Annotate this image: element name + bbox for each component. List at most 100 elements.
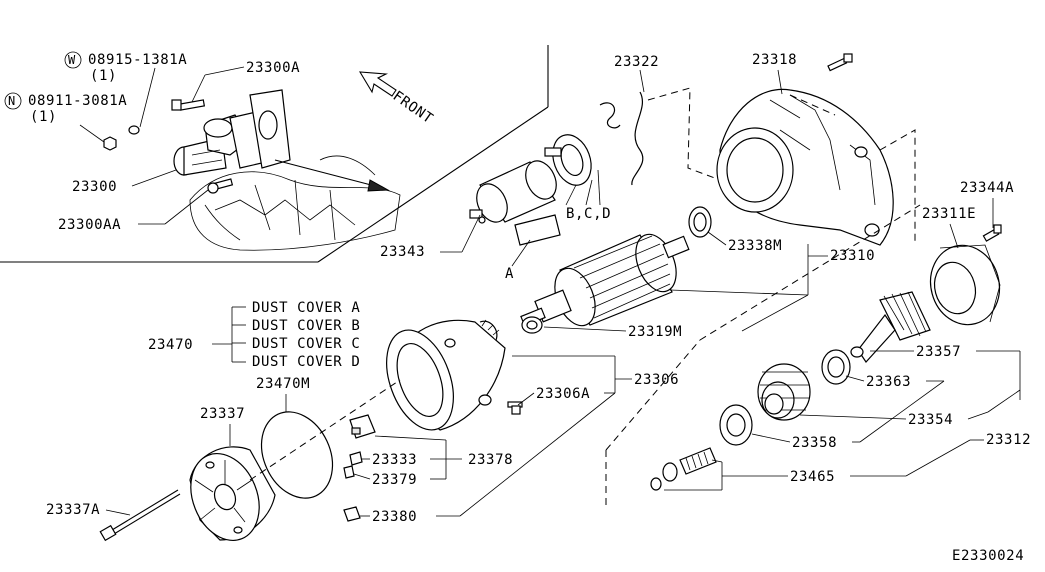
nut-shape [103, 136, 117, 151]
callout-23337A: 23337A [46, 502, 131, 518]
callout-23310: 23310 [669, 244, 875, 296]
callout-23300: 23300 [72, 169, 177, 195]
callout-23380: 23380 [360, 392, 616, 525]
bracket-bolt-shape [207, 178, 234, 194]
callout-23306A: 23306A [517, 386, 615, 406]
svg-text:23338M: 23338M [728, 238, 782, 254]
lever-spring-shape [599, 91, 644, 186]
screw-23344a-shape [982, 224, 1002, 242]
callout-23344A: 23344A [960, 180, 1014, 228]
dust-cover-c: DUST COVER C [252, 336, 360, 352]
svg-text:23358: 23358 [792, 435, 837, 451]
svg-text:N: N [8, 94, 16, 108]
callout-23300A: 23300A [191, 60, 300, 103]
svg-text:23333: 23333 [372, 452, 417, 468]
callout-23465: 23465 [664, 459, 906, 491]
front-arrow-icon [358, 71, 397, 97]
screw-23306a-shape [507, 401, 523, 415]
svg-text:23319M: 23319M [628, 324, 682, 340]
callout-23357: 23357 [870, 344, 1021, 390]
oring-shape [260, 411, 334, 499]
magnetic-switch-shape [469, 160, 557, 224]
svg-text:23379: 23379 [372, 472, 417, 488]
bearing-23319m-shape [521, 316, 543, 334]
svg-text:23354: 23354 [908, 412, 953, 428]
dust-cover-b: DUST COVER B [252, 318, 360, 334]
bearing-23363-shape [821, 349, 851, 385]
dust-cover-list: 23470 DUST COVER A DUST COVER B DUST COV… [148, 300, 360, 370]
diagram-id: E2330024 [952, 548, 1024, 564]
callout-23322: 23322 [614, 54, 659, 93]
svg-text:23363: 23363 [866, 374, 911, 390]
housing-bolt-shape [827, 53, 853, 72]
brush-23380-shape [343, 506, 361, 522]
cover-23311e-shape [929, 244, 1001, 326]
svg-text:23318: 23318 [752, 52, 797, 68]
dashed-link-23322 [647, 87, 721, 181]
svg-text:23322: 23322 [614, 54, 659, 70]
svg-text:23470M: 23470M [256, 376, 310, 392]
dashed-rear-axis [249, 379, 401, 481]
svg-text:23311E: 23311E [922, 206, 976, 222]
front-housing-shape [716, 88, 894, 246]
callout-bcd: B,C,D [565, 169, 611, 222]
svg-text:23312: 23312 [986, 432, 1031, 448]
brush-holder-shape [349, 414, 376, 439]
callout-23300AA: 23300AA [58, 189, 209, 233]
callout-23354: 23354 [799, 411, 989, 428]
svg-text:(1): (1) [90, 68, 117, 84]
rear-cover-shape [189, 446, 276, 542]
location-arrow-icon [274, 159, 390, 192]
callout-23338M: 23338M [707, 231, 782, 254]
svg-text:23465: 23465 [790, 469, 835, 485]
front-label: FRONT [390, 88, 436, 127]
callout-a: A [505, 239, 531, 282]
callout-23358: 23358 [751, 433, 860, 451]
pinion-shaft-shape [850, 291, 931, 363]
callout-23378: 23378 [374, 435, 513, 468]
svg-text:B,C,D: B,C,D [566, 206, 611, 222]
bearing-23338m-shape [688, 206, 712, 238]
callout-23363: 23363 [845, 374, 945, 443]
through-bolt-shape [99, 489, 181, 542]
brush-spring-shape [343, 451, 363, 479]
svg-text:W: W [68, 53, 76, 67]
svg-text:23306: 23306 [634, 372, 679, 388]
starter-assembly-23300 [173, 89, 291, 176]
spring-set-shape [650, 447, 717, 491]
callout-23311E: 23311E [922, 206, 976, 249]
svg-text:23470: 23470 [148, 337, 193, 353]
switch-part-a-shape [514, 214, 561, 246]
svg-text:23380: 23380 [372, 509, 417, 525]
svg-text:23337A: 23337A [46, 502, 100, 518]
nut-callout: N 08911-3081A (1) [4, 92, 127, 143]
svg-text:23306A: 23306A [536, 386, 590, 402]
callout-23306: 23306 [512, 355, 679, 393]
callout-23318: 23318 [752, 52, 797, 95]
callout-23343: 23343 [380, 214, 481, 260]
callout-23337: 23337 [200, 406, 245, 446]
svg-text:(1): (1) [30, 109, 57, 125]
gear-group-dashed-box [605, 204, 921, 510]
svg-text:23343: 23343 [380, 244, 425, 260]
svg-text:08911-3081A: 08911-3081A [28, 93, 127, 109]
engine-block-sketch [189, 155, 401, 251]
washer-shape [128, 125, 140, 135]
pinion-gear-shape [757, 363, 811, 421]
svg-text:A: A [505, 266, 514, 282]
yoke-shape [386, 319, 506, 431]
dashed-housing-outline [789, 94, 916, 245]
svg-text:23300AA: 23300AA [58, 217, 121, 233]
svg-text:23378: 23378 [468, 452, 513, 468]
svg-text:23344A: 23344A [960, 180, 1014, 196]
callout-23333: 23333 [362, 452, 462, 468]
callout-23319M: 23319M [543, 294, 809, 340]
callout-23470M: 23470M [256, 376, 310, 412]
callout-23379: 23379 [353, 459, 447, 488]
svg-text:23310: 23310 [830, 248, 875, 264]
washer-callout: W 08915-1381A (1) [64, 51, 187, 128]
bearing-23358-shape [719, 404, 753, 446]
svg-text:23357: 23357 [916, 344, 961, 360]
